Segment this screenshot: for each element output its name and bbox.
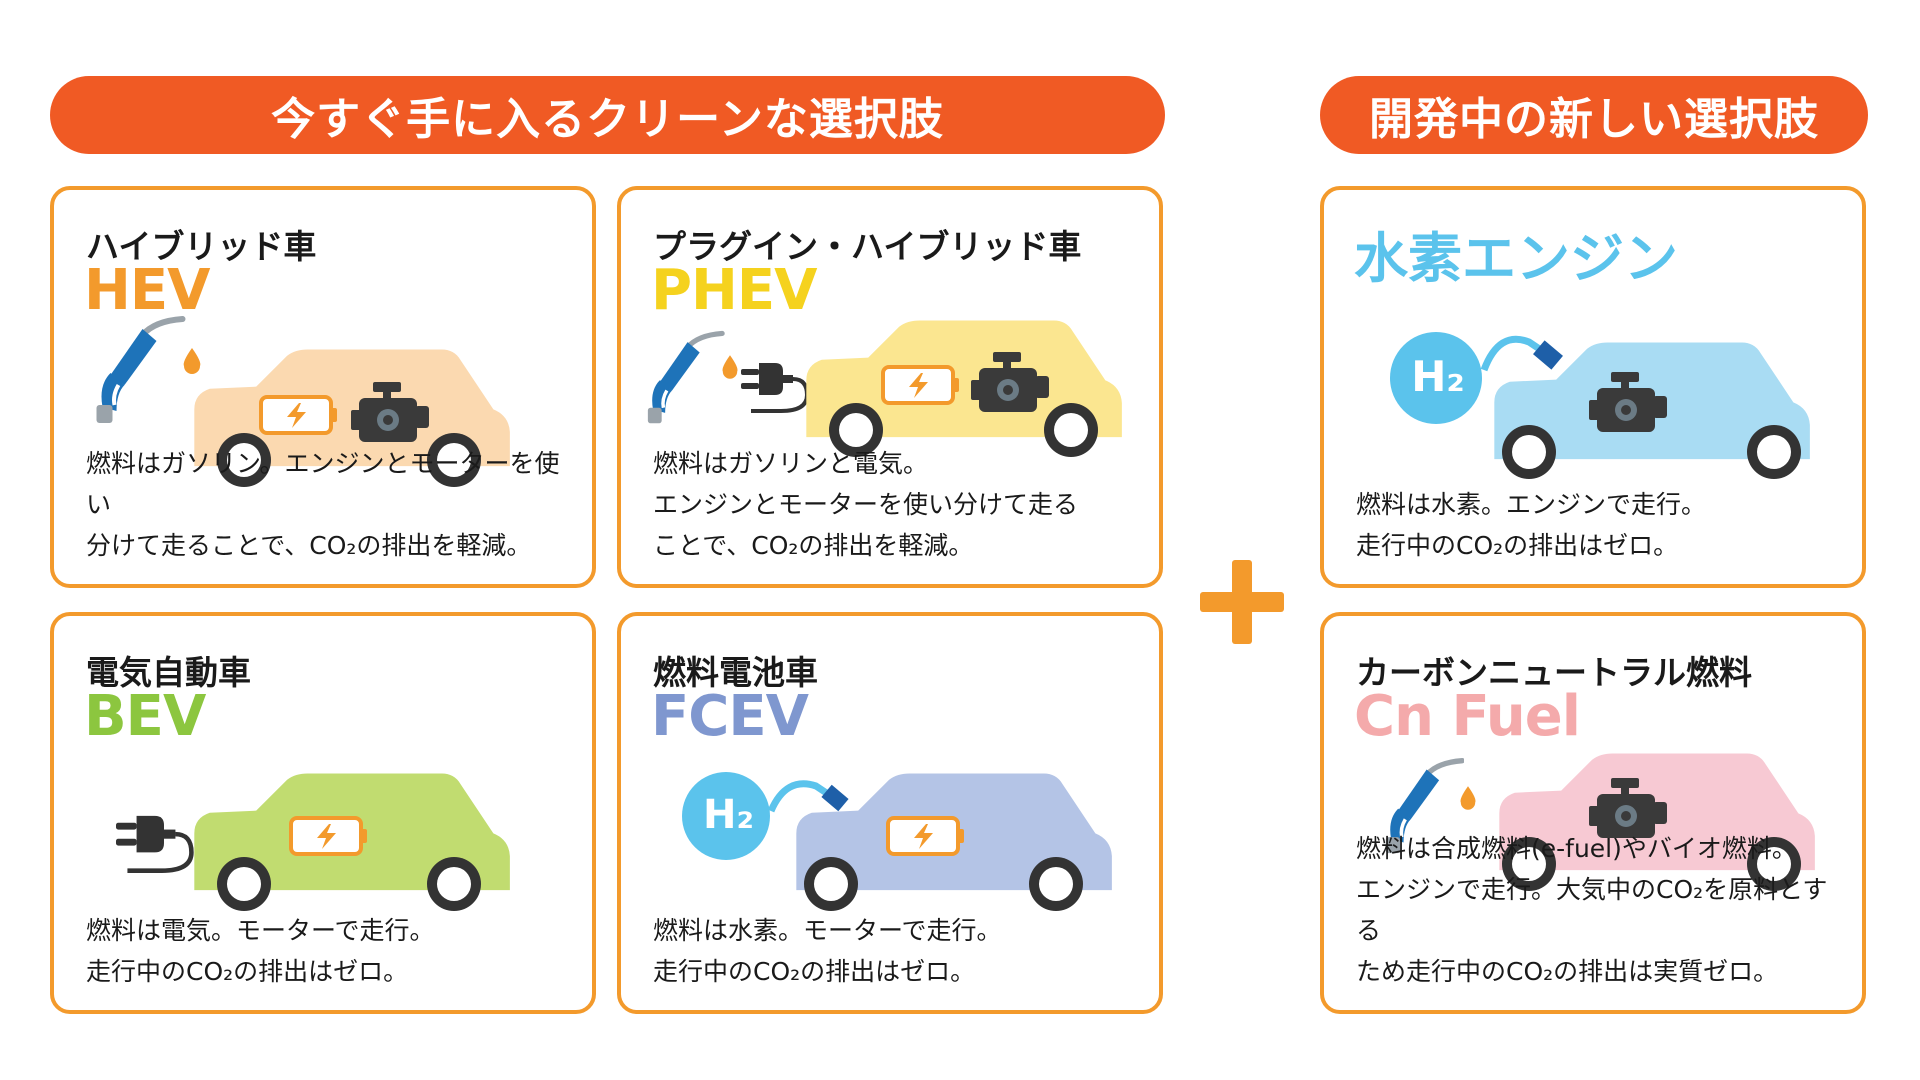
- plus-icon: [1200, 560, 1284, 644]
- battery-icon: [259, 395, 339, 435]
- battery-icon: [881, 365, 961, 405]
- card-fcev: 燃料電池車 FCEV H₂ 燃料は水素。モーターで走行。 走行中のCO₂の排出は…: [617, 612, 1163, 1014]
- card-fcev-code: FCEV: [651, 684, 809, 749]
- wheel-icon: [1744, 422, 1804, 482]
- card-hydrogen-engine-title: 水素エンジン: [1354, 227, 1678, 290]
- card-fcev-description: 燃料は水素。モーターで走行。 走行中のCO₂の排出はゼロ。: [653, 916, 1002, 986]
- hydrogen-label: H₂: [703, 792, 754, 838]
- card-phev-code: PHEV: [651, 258, 818, 323]
- wheel-icon: [1026, 854, 1086, 914]
- card-fcev-ja-title: 燃料電池車: [653, 653, 818, 692]
- card-bev-ja-title: 電気自動車: [86, 653, 251, 692]
- card-cn-fuel-description: 燃料は合成燃料(e-fuel)やバイオ燃料。 エンジンで走行。大気中のCO₂を原…: [1356, 834, 1828, 986]
- card-hev-code: HEV: [84, 258, 210, 323]
- card-bev-code: BEV: [84, 684, 206, 749]
- wheel-icon: [214, 854, 274, 914]
- card-cn-fuel-ja-title: カーボンニュートラル燃料: [1356, 653, 1752, 692]
- engine-icon: [1589, 370, 1669, 440]
- fuel-drop-icon: [1459, 786, 1477, 810]
- card-phev-description: 燃料はガソリンと電気。 エンジンとモーターを使い分けて走る ことで、CO₂の排出…: [653, 449, 1079, 560]
- card-hev-ja-title: ハイブリッド車: [86, 227, 317, 266]
- fuel-drop-icon: [721, 355, 739, 379]
- card-phev: プラグイン・ハイブリッド車 PHEV 燃料はガソリンと電気。 エンジンとモーター…: [617, 186, 1163, 588]
- engine-icon: [971, 350, 1051, 420]
- card-bev-description: 燃料は電気。モーターで走行。 走行中のCO₂の排出はゼロ。: [86, 916, 435, 986]
- card-phev-ja-title: プラグイン・ハイブリッド車: [653, 227, 1082, 266]
- fuel-nozzle-icon: [645, 330, 725, 425]
- banner-available-now: 今すぐ手に入るクリーンな選択肢: [50, 76, 1165, 154]
- banner-in-development: 開発中の新しい選択肢: [1320, 76, 1868, 154]
- engine-icon: [351, 380, 431, 450]
- card-cn-fuel: カーボンニュートラル燃料 Cn Fuel 燃料は合成燃料(e-fuel)やバイオ…: [1320, 612, 1866, 1014]
- card-cn-fuel-code: Cn Fuel: [1354, 684, 1581, 749]
- wheel-icon: [1499, 422, 1559, 482]
- battery-icon: [289, 816, 369, 856]
- card-hydrogen-engine: 水素エンジン H₂ 燃料は水素。エンジンで走行。 走行中のCO₂の排出はゼロ。: [1320, 186, 1866, 588]
- wheel-icon: [801, 854, 861, 914]
- card-hev: ハイブリッド車 HEV 燃料はガソリン。エンジンとモーターを使い 分けて走ること…: [50, 186, 596, 588]
- wheel-icon: [424, 854, 484, 914]
- card-hev-description: 燃料はガソリン。エンジンとモーターを使い 分けて走ることで、CO₂の排出を軽減。: [86, 449, 560, 560]
- hydrogen-label: H₂: [1411, 352, 1465, 401]
- card-hydrogen-engine-description: 燃料は水素。エンジンで走行。 走行中のCO₂の排出はゼロ。: [1356, 490, 1707, 560]
- card-bev: 電気自動車 BEV 燃料は電気。モーターで走行。 走行中のCO₂の排出はゼロ。: [50, 612, 596, 1014]
- hydrogen-tank-icon: [682, 772, 849, 860]
- hydrogen-tank-icon: [1390, 332, 1563, 424]
- battery-icon: [886, 816, 966, 856]
- fuel-nozzle-icon: [92, 315, 187, 425]
